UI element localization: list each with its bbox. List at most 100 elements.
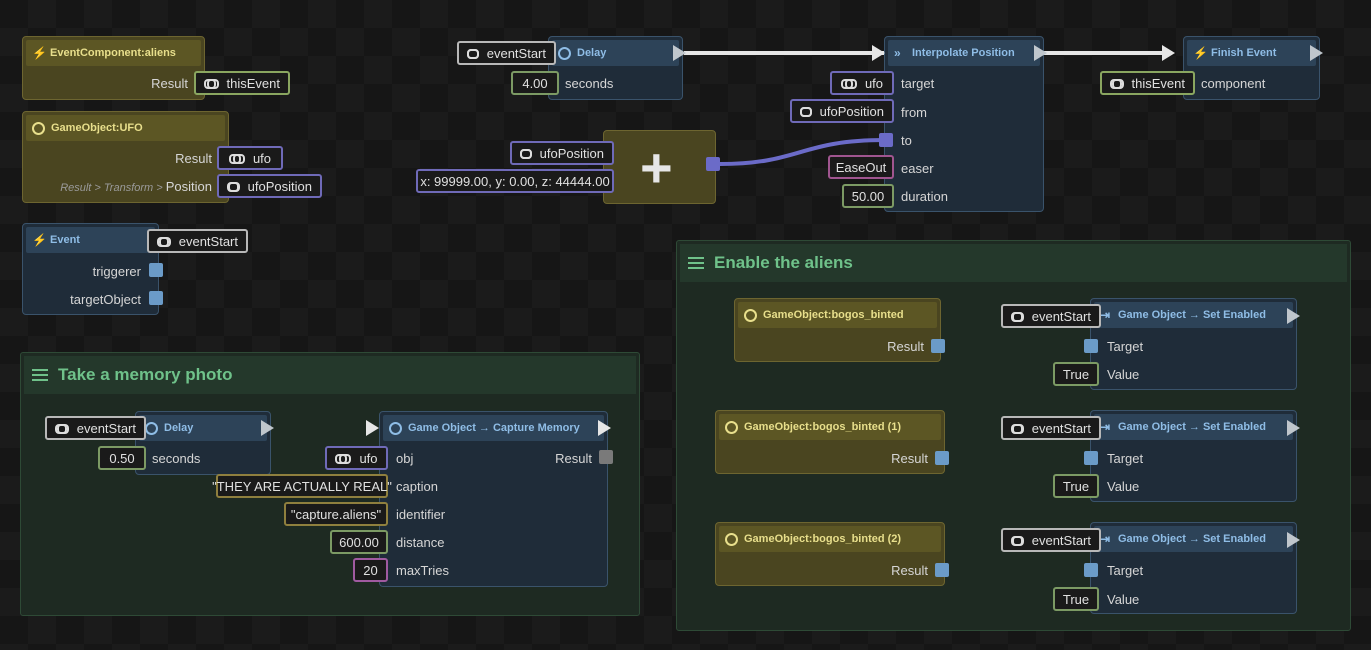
node-title: GameObject:bogos_binted (2) (744, 533, 902, 545)
seconds-field[interactable]: 4.00 (511, 71, 559, 95)
vector-field[interactable]: x: 99999.00, y: 0.00, z: 44444.00 (416, 169, 614, 193)
node-header[interactable]: GameObject:UFO (26, 115, 225, 141)
distance-field[interactable]: 600.00 (330, 530, 388, 554)
result-output-port[interactable] (935, 563, 949, 577)
target-label: Target (1107, 339, 1144, 354)
node-gameobject-bogos-binted[interactable]: GameObject:bogos_binted (734, 298, 941, 362)
target-input-port[interactable] (1084, 451, 1098, 465)
node-event[interactable]: ⚡ Event (22, 223, 159, 315)
node-header[interactable]: Delay (139, 415, 267, 441)
group-title: Enable the aliens (714, 253, 853, 272)
triggerer-port[interactable] (149, 263, 163, 277)
identifier-field[interactable]: "capture.aliens" (284, 502, 388, 526)
exec-input-arrow[interactable] (366, 420, 379, 436)
value-field[interactable]: True (1053, 362, 1099, 386)
link-icon (840, 78, 857, 89)
node-delay-memory[interactable]: Delay (135, 411, 271, 475)
link-icon (799, 106, 812, 117)
duration-field[interactable]: 50.00 (842, 184, 894, 208)
exec-output-arrow[interactable] (673, 45, 686, 61)
node-header[interactable]: ⚡ Finish Event (1187, 40, 1316, 66)
node-header[interactable]: Game Object → Capture Memory (383, 415, 604, 441)
exec-input-arrow[interactable] (872, 45, 885, 61)
node-header[interactable]: GameObject:bogos_binted (1) (719, 414, 941, 440)
easer-field[interactable]: EaseOut (828, 155, 894, 179)
group-header[interactable]: Enable the aliens (680, 244, 1347, 282)
node-gameobject-bogos-binted-2[interactable]: GameObject:bogos_binted (2) (715, 522, 945, 586)
node-event-component[interactable]: ⚡ EventComponent:aliens (22, 36, 205, 100)
event-start-output[interactable]: eventStart (147, 229, 248, 253)
event-start-input[interactable]: eventStart (1001, 304, 1101, 328)
exec-output-arrow[interactable] (261, 420, 274, 436)
result-output-port[interactable] (599, 450, 613, 464)
event-start-input[interactable]: eventStart (1001, 416, 1101, 440)
node-set-enabled[interactable]: ⇥ Game Object → Set Enabled (1090, 522, 1297, 614)
node-header[interactable]: ⇥ Game Object → Set Enabled (1094, 302, 1293, 328)
add-output-port[interactable] (706, 157, 720, 171)
event-start-input[interactable]: eventStart (45, 416, 146, 440)
max-tries-field[interactable]: 20 (353, 558, 388, 582)
seconds-field[interactable]: 0.50 (98, 446, 146, 470)
value-field[interactable]: True (1053, 587, 1099, 611)
ufo-position-input[interactable]: ufoPosition (790, 99, 894, 123)
node-capture-memory[interactable]: Game Object → Capture Memory (379, 411, 608, 587)
node-set-enabled[interactable]: ⇥ Game Object → Set Enabled (1090, 410, 1297, 502)
this-event-output[interactable]: thisEvent (194, 71, 290, 95)
event-start-input[interactable]: eventStart (457, 41, 556, 65)
lightning-icon: ⚡ (32, 233, 47, 247)
exec-output-arrow[interactable] (1287, 532, 1300, 548)
menu-icon[interactable] (32, 369, 48, 381)
event-start-input[interactable]: eventStart (1001, 528, 1101, 552)
node-header[interactable]: Delay (552, 40, 679, 66)
menu-icon[interactable] (688, 257, 704, 269)
exec-output-arrow[interactable] (598, 420, 611, 436)
clock-icon (145, 421, 158, 435)
result-output-port[interactable] (935, 451, 949, 465)
ufo-output[interactable]: ufo (217, 146, 283, 170)
ufo-input[interactable]: ufo (325, 446, 388, 470)
exec-output-arrow[interactable] (1287, 420, 1300, 436)
result-label: Result (887, 339, 924, 354)
exec-output-arrow[interactable] (1310, 45, 1323, 61)
component-label: component (1201, 76, 1266, 91)
node-title: Delay (577, 47, 607, 59)
target-input-port[interactable] (1084, 339, 1098, 353)
exec-output-arrow[interactable] (1287, 308, 1300, 324)
exec-output-arrow[interactable] (1034, 45, 1047, 61)
distance-label: distance (396, 535, 445, 550)
node-header[interactable]: ⇥ Game Object → Set Enabled (1094, 526, 1293, 552)
node-interpolate-position[interactable]: » Interpolate Position (884, 36, 1044, 212)
node-delay-top[interactable]: Delay (548, 36, 683, 100)
node-gameobject-ufo[interactable]: GameObject:UFO (22, 111, 229, 203)
crosshair-icon (32, 121, 45, 135)
node-gameobject-bogos-binted-1[interactable]: GameObject:bogos_binted (1) (715, 410, 945, 474)
node-set-enabled[interactable]: ⇥ Game Object → Set Enabled (1090, 298, 1297, 390)
node-header[interactable]: ⇥ Game Object → Set Enabled (1094, 414, 1293, 440)
link-icon (1011, 535, 1024, 546)
position-path-label: Result > Transform > Position (60, 179, 212, 194)
target-object-port[interactable] (149, 291, 163, 305)
to-input-port[interactable] (879, 133, 893, 147)
group-header[interactable]: Take a memory photo (24, 356, 636, 394)
node-header[interactable]: GameObject:bogos_binted (738, 302, 937, 328)
link-icon (204, 78, 219, 89)
max-tries-label: maxTries (396, 563, 449, 578)
ufo-input[interactable]: ufo (830, 71, 894, 95)
node-header[interactable]: GameObject:bogos_binted (2) (719, 526, 941, 552)
node-header[interactable]: » Interpolate Position (888, 40, 1040, 66)
seconds-label: seconds (565, 76, 614, 91)
target-input-port[interactable] (1084, 563, 1098, 577)
caption-field[interactable]: "THEY ARE ACTUALLY REAL" (212, 474, 392, 498)
exec-input-arrow[interactable] (1162, 45, 1175, 61)
clock-icon (558, 46, 571, 60)
result-output-port[interactable] (931, 339, 945, 353)
node-header[interactable]: ⚡ Event (26, 227, 155, 253)
node-header[interactable]: ⚡ EventComponent:aliens (26, 40, 201, 66)
link-icon (335, 453, 352, 464)
crosshair-icon (744, 308, 757, 322)
ufo-position-input[interactable]: ufoPosition (510, 141, 614, 165)
ufo-position-output[interactable]: ufoPosition (217, 174, 322, 198)
this-event-input[interactable]: thisEvent (1100, 71, 1195, 95)
value-field[interactable]: True (1053, 474, 1099, 498)
node-finish-event[interactable]: ⚡ Finish Event (1183, 36, 1320, 100)
